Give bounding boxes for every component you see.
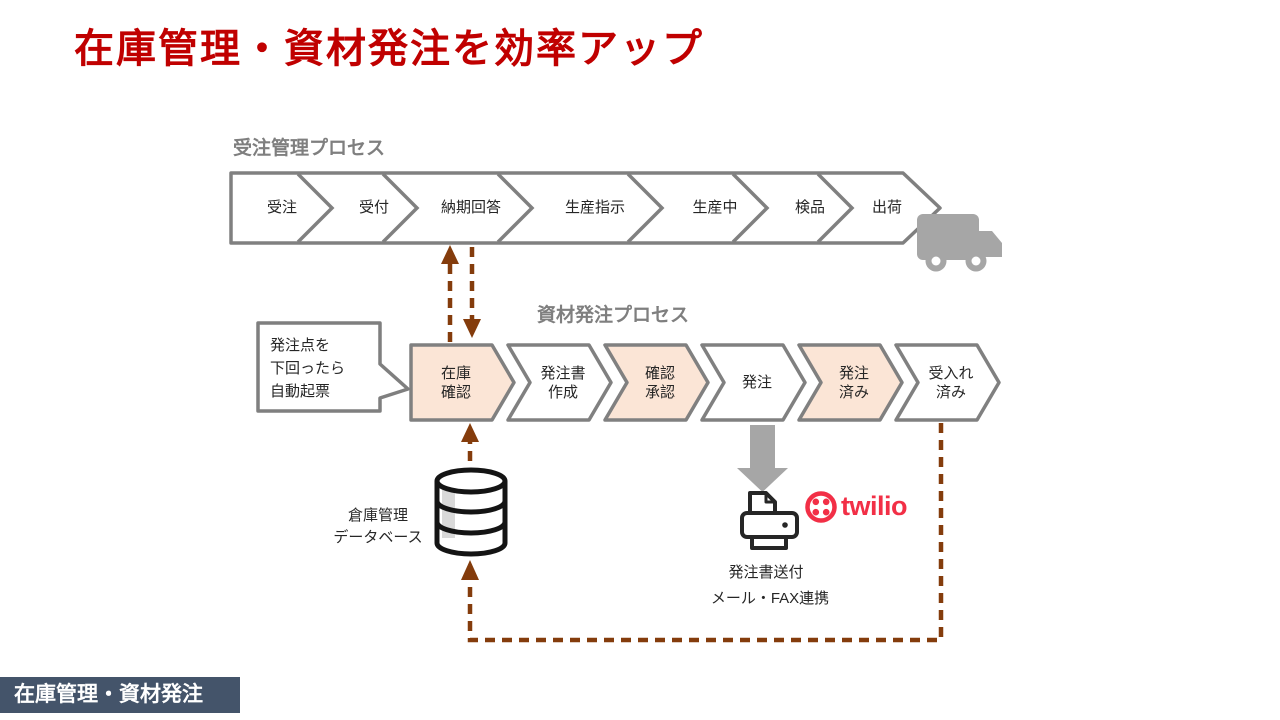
dashed-connector-db-up <box>461 423 479 461</box>
order-step-shukka: 出荷 <box>871 199 902 216</box>
material-step-ukeire-zumi: 受入れ 済み <box>928 364 974 401</box>
order-step-seisanchu: 生産中 <box>692 199 738 216</box>
callout-bubble <box>256 321 410 413</box>
order-process-label: 受注管理プロセス <box>233 138 386 159</box>
order-step-seisanshiji: 生産指示 <box>564 199 625 216</box>
database-icon <box>434 467 508 557</box>
send-order-label: 発注書送付 <box>728 564 804 581</box>
dashed-connector-up <box>441 245 459 342</box>
material-process-chevrons <box>409 343 1001 422</box>
down-arrow-icon <box>737 425 788 492</box>
material-step-hatchu: 発注 <box>741 374 772 391</box>
slide-title: 在庫管理・資材発注を効率アップ <box>74 27 704 71</box>
twilio-logo-icon <box>805 491 837 523</box>
printer-icon <box>740 491 799 550</box>
footer-badge: 在庫管理・資材発注 <box>0 677 240 713</box>
material-step-zaiko-kakunin: 在庫 確認 <box>440 364 471 401</box>
truck-icon <box>917 214 1002 272</box>
material-step-hatchu-zumi: 発注 済み <box>838 364 869 401</box>
order-step-juchu: 受注 <box>266 199 297 216</box>
order-step-uketsuke: 受付 <box>358 199 389 216</box>
mail-fax-label: メール・FAX連携 <box>710 590 830 607</box>
dashed-connector-return <box>461 423 944 643</box>
callout-text: 発注点を 下回ったら 自動起票 <box>270 337 346 400</box>
twilio-logo-text: twilio <box>841 491 908 521</box>
dashed-connector-down <box>463 247 481 338</box>
order-step-kenpin: 検品 <box>794 199 825 216</box>
database-label: 倉庫管理 データベース <box>333 507 423 546</box>
order-step-nokikaito: 納期回答 <box>440 199 501 216</box>
material-step-hatchusho-sakusei: 発注書 作成 <box>540 364 586 401</box>
material-step-kakunin-shonin: 確認 承認 <box>644 364 675 401</box>
material-process-label: 資材発注プロセス <box>537 305 690 326</box>
